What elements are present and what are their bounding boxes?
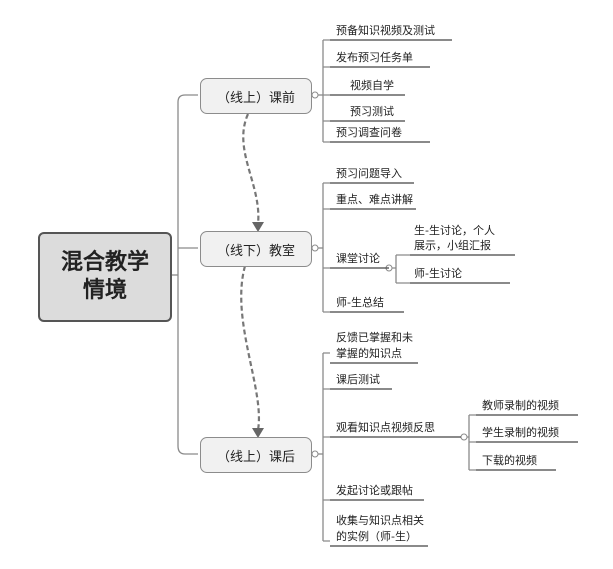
leaf-teacher-video: 教师录制的视频 [482,399,559,412]
branch-post-class: （线上）课后 [200,437,312,473]
connector-videos [461,414,476,471]
leaf-collect-examples-line1: 收集与知识点相关 [336,514,424,527]
arrow-pre-to-classroom [242,113,260,225]
connector-root-post [177,275,198,455]
root-title-line2: 情境 [82,278,127,303]
branch-classroom: （线下）教室 [200,231,312,267]
root-title-line1: 混合教学 [60,250,149,275]
leaf-peer-discussion-line2: 展示，小组汇报 [414,239,491,252]
leaf-key-points: 重点、难点讲解 [336,193,413,206]
leaf-preview-survey: 预习调查问卷 [336,126,402,139]
branch-pre-class-label: （线上）课前 [216,90,295,106]
leaf-question-intro: 预习问题导入 [336,167,402,180]
leaf-publish-task-sheet: 发布预习任务单 [336,51,413,64]
leaf-collect-examples-line2: 的实例（师-生） [336,530,417,543]
leaf-summary: 师-生总结 [336,296,384,309]
leaf-student-video: 学生录制的视频 [482,426,559,439]
leaf-feedback-line1: 反馈已掌握和未 [336,331,413,344]
leaf-peer-discussion-line1: 生-生讨论，个人 [414,224,495,237]
arrow-classroom-to-post [240,265,260,431]
branch-post-class-label: （线上）课后 [216,449,295,465]
leaf-feedback-line2: 掌握的知识点 [336,347,402,360]
leaf-start-discussion: 发起讨论或跟帖 [336,484,413,497]
leaf-teacher-discussion: 师-生讨论 [414,267,462,280]
leaf-prep-video-test: 预备知识视频及测试 [336,24,435,37]
leaf-class-discussion: 课堂讨论 [336,252,380,265]
branch-classroom-label: （线下）教室 [216,243,295,259]
leaf-preview-test: 预习测试 [350,105,394,118]
leaf-downloaded-video: 下载的视频 [482,454,537,467]
connector-root-pre [177,94,198,275]
leaf-video-self-study: 视频自学 [350,79,394,92]
root-node: 混合教学 情境 [38,232,172,322]
leaf-watch-video-reflect: 观看知识点视频反思 [336,421,435,434]
leaf-post-test: 课后测试 [336,373,380,386]
branch-pre-class: （线上）课前 [200,78,312,114]
